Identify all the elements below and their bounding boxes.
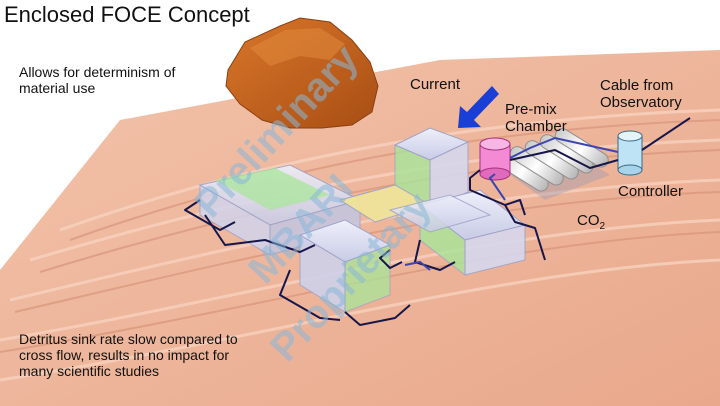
co2-label: CO2 bbox=[577, 212, 605, 233]
premix-label: Pre-mix Chamber bbox=[505, 101, 567, 135]
bottom-note-line-2: cross flow, results in no impact for bbox=[19, 347, 230, 364]
flume-east-arm bbox=[388, 194, 492, 233]
top-note-line-1: Allows for determinism of bbox=[19, 64, 176, 80]
cable-label-line-2: Observatory bbox=[600, 93, 682, 111]
co2-label-main: CO bbox=[577, 212, 600, 229]
flume-left-arm bbox=[198, 164, 362, 256]
bottom-note-line-1: Detritus sink rate slow compared to bbox=[19, 331, 238, 347]
controller-unit bbox=[617, 130, 643, 176]
cable-label-line-1: Cable from bbox=[600, 77, 674, 94]
premix-label-line-2: Chamber bbox=[505, 117, 567, 135]
bottom-note: Detritus sink rate slow compared to cros… bbox=[19, 331, 238, 379]
current-arrow bbox=[458, 86, 499, 128]
co2-label-subscript: 2 bbox=[599, 221, 606, 232]
premix-label-line-1: Pre-mix bbox=[505, 101, 557, 118]
flume-top-arm bbox=[393, 127, 470, 211]
rock-highlight bbox=[250, 28, 345, 66]
top-note-line-2: material use bbox=[19, 80, 96, 97]
page-title: Enclosed FOCE Concept bbox=[4, 2, 250, 27]
blue-tubing bbox=[404, 136, 619, 271]
cables bbox=[184, 117, 691, 326]
controller-label: Controller bbox=[618, 183, 684, 200]
current-label: Current bbox=[410, 76, 461, 93]
bottom-note-line-3: many scientific studies bbox=[19, 363, 160, 380]
top-note: Allows for determinism of material use bbox=[19, 64, 175, 96]
cable-label: Cable from Observatory bbox=[600, 77, 682, 111]
premix-chamber bbox=[479, 137, 511, 181]
flume-front-arm bbox=[298, 219, 392, 313]
